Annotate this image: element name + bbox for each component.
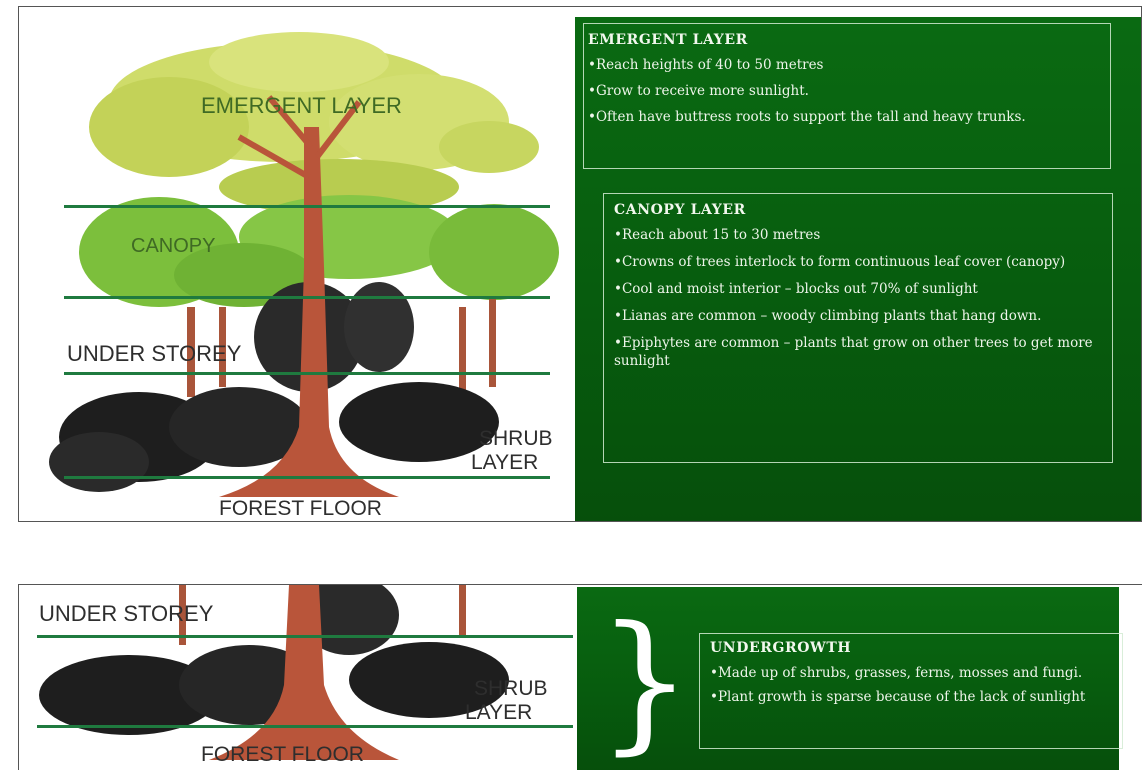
layer-line-shrub — [37, 725, 573, 728]
undergrowth-box-title: UNDERGROWTH — [710, 640, 1122, 656]
forest-floor-label: FOREST FLOOR — [219, 497, 382, 521]
understorey-label: UNDER STOREY — [67, 341, 241, 367]
canopy-point: Epiphytes are common – plants that grow … — [614, 334, 1112, 370]
emergent-point: Grow to receive more sunlight. — [588, 82, 1110, 100]
undergrowth-point: Made up of shrubs, grasses, ferns, mosse… — [710, 664, 1122, 682]
emergent-box-title: EMERGENT LAYER — [588, 32, 1110, 48]
shrub-layer-label: LAYER — [465, 701, 532, 725]
emergent-point: Often have buttress roots to support the… — [588, 108, 1110, 126]
canopy-point: Reach about 15 to 30 metres — [614, 226, 1112, 244]
canopy-box-title: CANOPY LAYER — [614, 202, 1112, 218]
forest-floor-label: FOREST FLOOR — [201, 743, 364, 767]
top-diagram-panel: EMERGENT LAYER CANOPY UNDER STOREY SHRUB… — [18, 6, 1142, 522]
emergent-layer-box: EMERGENT LAYER Reach heights of 40 to 50… — [583, 23, 1111, 169]
canopy-point: Crowns of trees interlock to form contin… — [614, 253, 1112, 271]
layer-line-shrub — [64, 476, 550, 479]
curly-brace: } — [597, 607, 692, 757]
understorey-label: UNDER STOREY — [39, 601, 213, 627]
canopy-point: Lianas are common – woody climbing plant… — [614, 307, 1112, 325]
emergent-point: Reach heights of 40 to 50 metres — [588, 56, 1110, 74]
layer-line-canopy — [64, 296, 550, 299]
shrub-layer-label: LAYER — [471, 451, 538, 475]
bottom-diagram-panel: UNDER STOREY SHRUB LAYER FOREST FLOOR } … — [18, 584, 1142, 770]
emergent-layer-label: EMERGENT LAYER — [201, 93, 402, 119]
canopy-point: Cool and moist interior – blocks out 70%… — [614, 280, 1112, 298]
undergrowth-box: UNDERGROWTH Made up of shrubs, grasses, … — [699, 633, 1123, 749]
shrub-label: SHRUB — [474, 677, 548, 701]
canopy-layer-box: CANOPY LAYER Reach about 15 to 30 metres… — [603, 193, 1113, 463]
layer-line-emergent — [64, 205, 550, 208]
canopy-label: CANOPY — [131, 235, 215, 258]
layer-line-understorey — [64, 372, 550, 375]
undergrowth-point: Plant growth is sparse because of the la… — [710, 688, 1122, 706]
shrub-label: SHRUB — [479, 427, 553, 451]
layer-line-understorey — [37, 635, 573, 638]
